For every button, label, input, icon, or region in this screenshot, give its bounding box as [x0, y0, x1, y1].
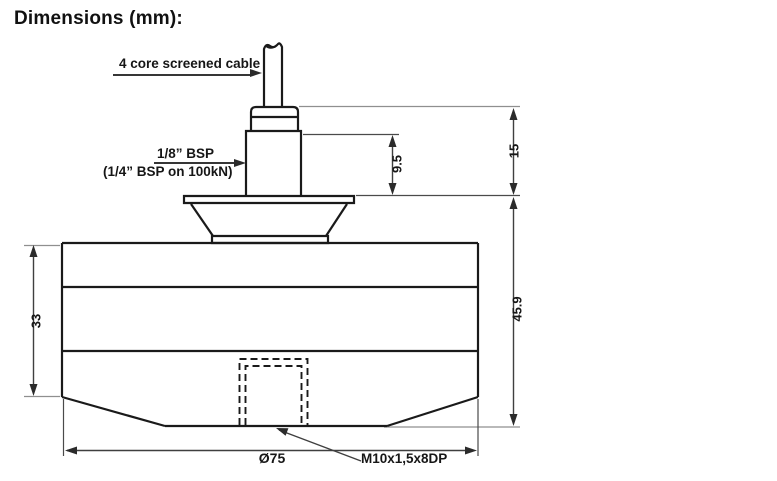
bsp-label-leader [154, 159, 246, 167]
dimension-15 [509, 108, 518, 195]
dimension-45-9 [509, 197, 518, 426]
dimension-33 [29, 245, 38, 396]
top-section-dimension-label: 15 [506, 143, 522, 159]
bsp-alternate-label: (1/4” BSP on 100kN) [103, 164, 233, 179]
cable-gland [249, 105, 300, 131]
boss-height-dimension-label: 9.5 [389, 154, 405, 174]
bsp-size-label: 1/8” BSP [157, 146, 215, 161]
body-outline [60, 241, 480, 428]
thread-hole-hidden-lines [238, 358, 309, 425]
cable-label: 4 core screened cable [119, 56, 261, 71]
body-height-dimension-label: 33 [28, 313, 44, 329]
total-height-dimension-label: 45.9 [509, 296, 525, 322]
cone [190, 203, 348, 245]
cable-label-leader [113, 69, 262, 77]
diameter-dimension-label: Ø75 [258, 450, 286, 466]
flange [182, 194, 356, 205]
thread-leader [276, 428, 362, 462]
dimension-9-5 [388, 135, 397, 195]
dimension-diameter-75 [65, 446, 477, 455]
page-title: Dimensions (mm): [14, 8, 183, 29]
thread-spec-label: M10x1,5x8DP [361, 451, 448, 466]
cable-outline [262, 42, 284, 107]
bsp-boss [244, 129, 303, 196]
extension-lines [24, 105, 520, 456]
